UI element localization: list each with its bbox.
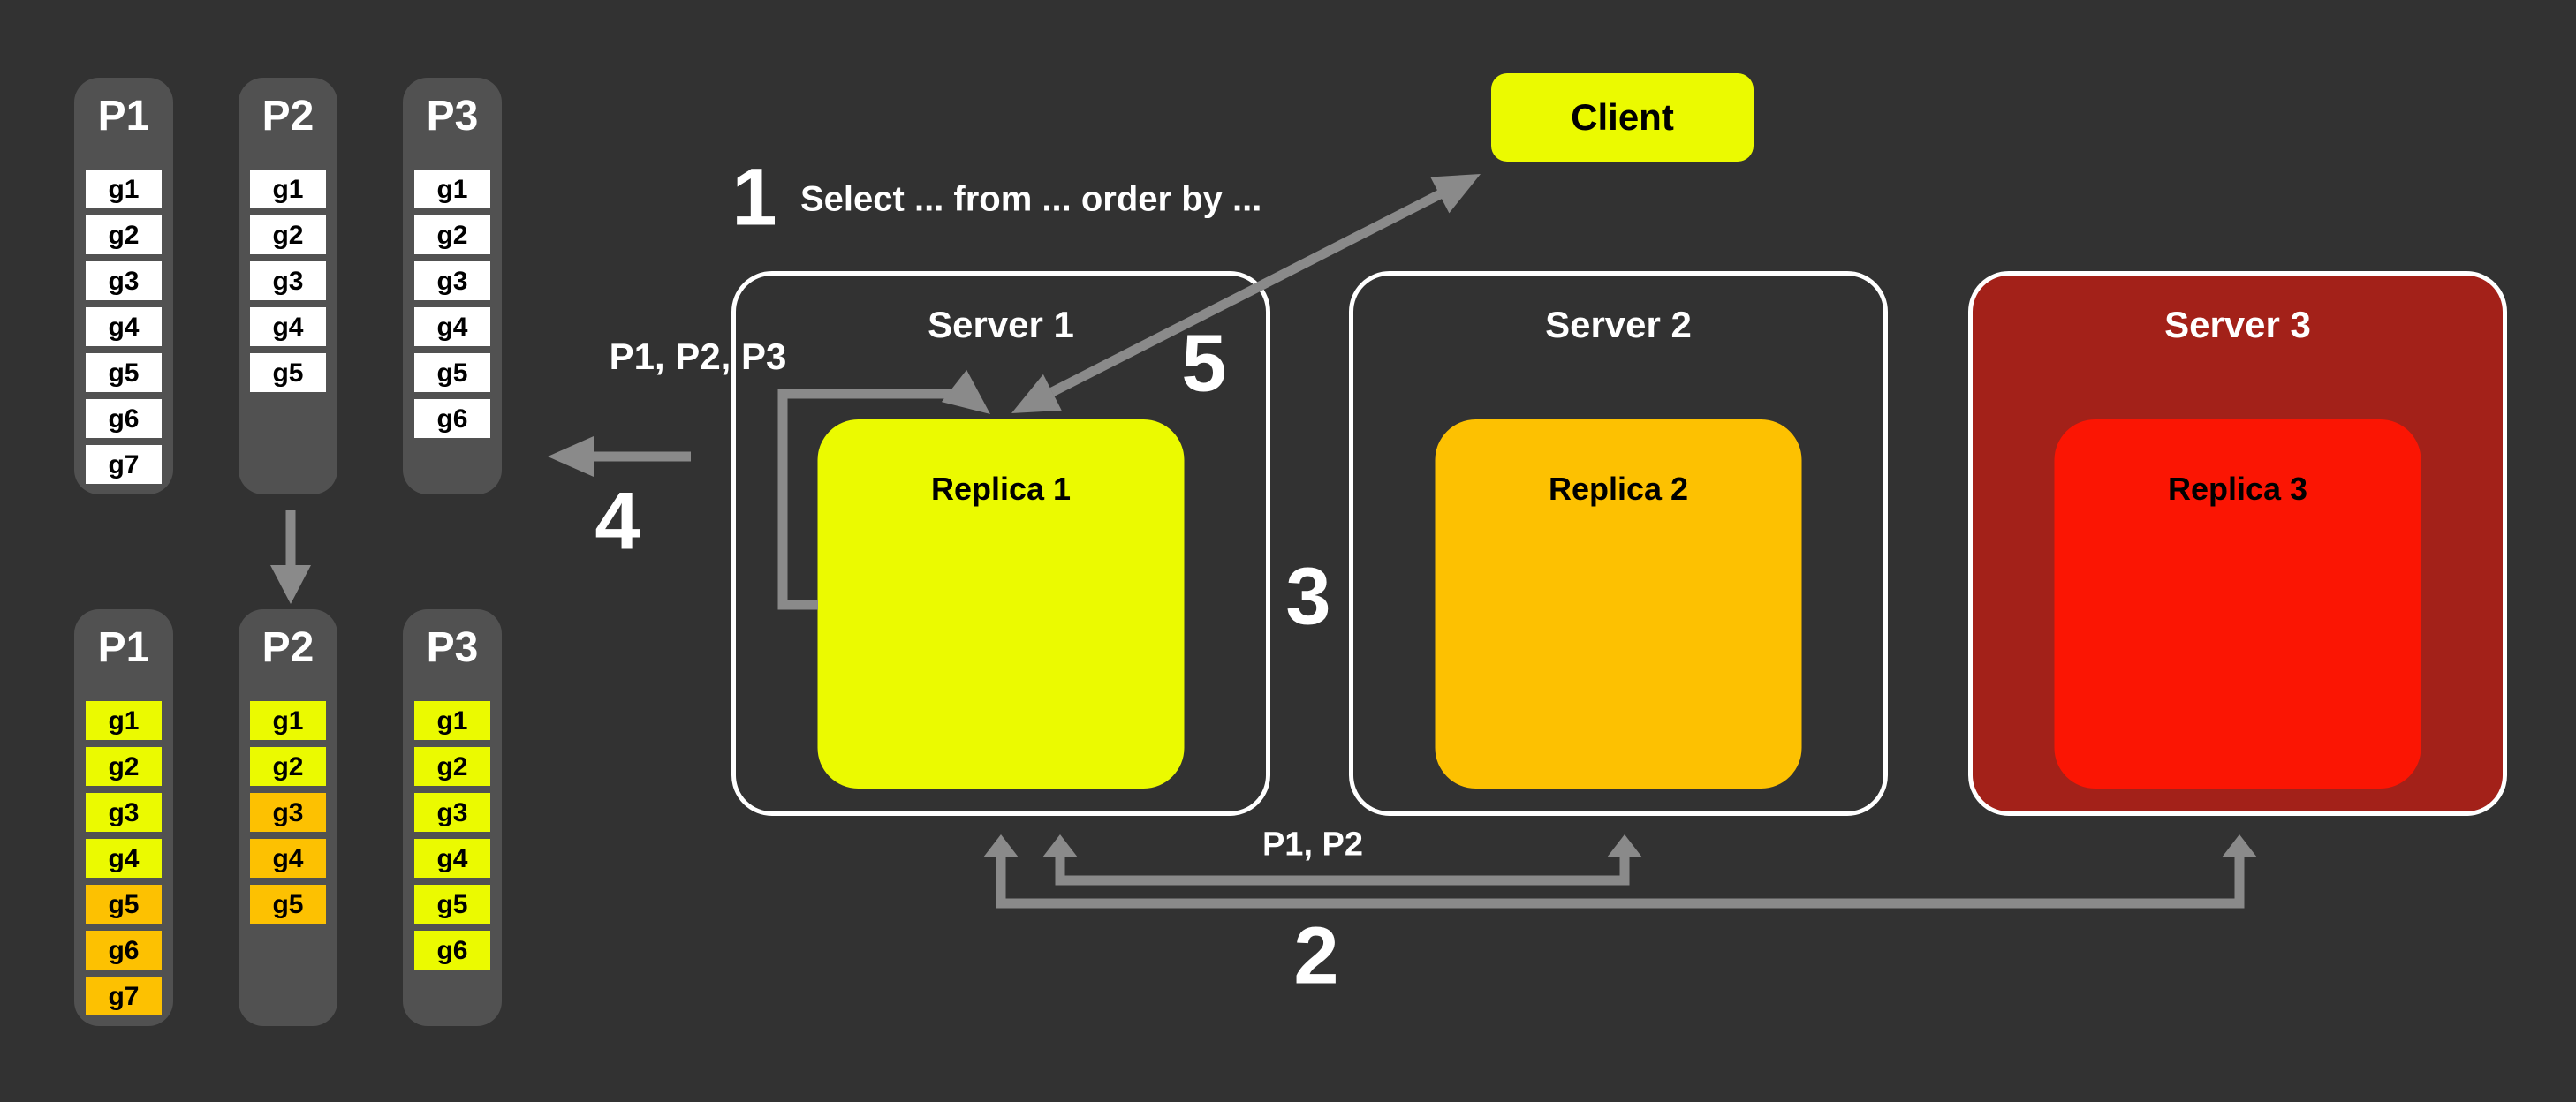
partition-cell: g5	[414, 353, 490, 392]
partition-cell: g1	[414, 701, 490, 740]
partition-cell: g1	[86, 701, 162, 740]
partition-column-sorted-p3: P3 g1 g2 g3 g4 g5 g6	[403, 609, 502, 1026]
partition-list-label: P1, P2, P3	[609, 336, 787, 377]
server-name: Server 3	[2164, 304, 2311, 345]
partition-column-sorted-p2: P2 g1 g2 g3 g4 g5	[239, 609, 337, 1026]
partition-column-unsorted-p2: P2 g1 g2 g3 g4 g5	[239, 78, 337, 494]
server-3-box: Server 3 Replica 3	[1968, 271, 2507, 816]
partition-column-unsorted-p1: P1 g1 g2 g3 g4 g5 g6 g7	[74, 78, 173, 494]
sort-transform-arrow	[270, 510, 311, 604]
partition-cell: g7	[86, 445, 162, 484]
partition-cell: g2	[86, 747, 162, 786]
step-2-number: 2	[1293, 910, 1339, 1001]
partition-cell: g3	[250, 261, 326, 300]
broadcast-arrow-server3	[983, 834, 2257, 909]
replica-3-box: Replica 3	[2054, 419, 2421, 789]
partition-cell: g2	[250, 747, 326, 786]
server-name: Server 1	[928, 304, 1074, 345]
partition-cell: g1	[86, 170, 162, 208]
replica-name: Replica 3	[2167, 471, 2308, 507]
partition-cell: g3	[414, 261, 490, 300]
partition-label: P3	[426, 624, 479, 671]
partition-cell: g5	[414, 885, 490, 924]
partition-cell: g2	[86, 215, 162, 254]
replica-2-box: Replica 2	[1435, 419, 1802, 789]
partition-cell: g5	[250, 353, 326, 392]
partition-cell: g1	[250, 701, 326, 740]
partition-label: P3	[426, 93, 479, 140]
replica-name: Replica 1	[930, 471, 1072, 507]
partition-cell: g3	[86, 793, 162, 832]
partition-cell: g2	[414, 215, 490, 254]
partition-cell: g3	[250, 793, 326, 832]
step-5-number: 5	[1181, 318, 1227, 409]
step-1-number: 1	[731, 152, 777, 243]
partition-cell: g4	[86, 307, 162, 346]
partition-cell: g6	[414, 931, 490, 970]
partition-label: P1	[97, 93, 150, 140]
step-4-number: 4	[595, 476, 640, 567]
partition-label: P1	[97, 624, 150, 671]
server-2-box: Server 2 Replica 2	[1349, 271, 1888, 816]
partition-cell: g7	[86, 977, 162, 1015]
step-3-number: 3	[1285, 551, 1331, 642]
partition-label: P2	[261, 624, 314, 671]
step4-output-arrow	[548, 436, 691, 477]
partition-cell: g3	[86, 261, 162, 300]
partition-cell: g5	[250, 885, 326, 924]
replica-1-box: Replica 1	[817, 419, 1185, 789]
partition-cell: g1	[414, 170, 490, 208]
partition-cell: g6	[86, 399, 162, 438]
partition-cell: g6	[414, 399, 490, 438]
partition-cell: g4	[86, 839, 162, 878]
step-1-query-text: Select ... from ... order by ...	[800, 179, 1262, 219]
partition-column-unsorted-p3: P3 g1 g2 g3 g4 g5 g6	[403, 78, 502, 494]
partition-cell: g5	[86, 353, 162, 392]
replica-name: Replica 2	[1548, 471, 1689, 507]
partition-column-sorted-p1: P1 g1 g2 g3 g4 g5 g6 g7	[74, 609, 173, 1026]
partition-cell: g2	[250, 215, 326, 254]
partition-cell: g2	[414, 747, 490, 786]
broadcast-partition-label: P1, P2	[1261, 826, 1364, 864]
partition-cell: g4	[414, 839, 490, 878]
partition-cell: g5	[86, 885, 162, 924]
partition-cell: g6	[86, 931, 162, 970]
server-name: Server 2	[1545, 304, 1692, 345]
partition-cell: g4	[414, 307, 490, 346]
partition-cell: g3	[414, 793, 490, 832]
partition-cell: g4	[250, 839, 326, 878]
client-box: Client	[1491, 73, 1754, 162]
partition-label: P2	[261, 93, 314, 140]
partition-cell: g4	[250, 307, 326, 346]
partition-cell: g1	[250, 170, 326, 208]
